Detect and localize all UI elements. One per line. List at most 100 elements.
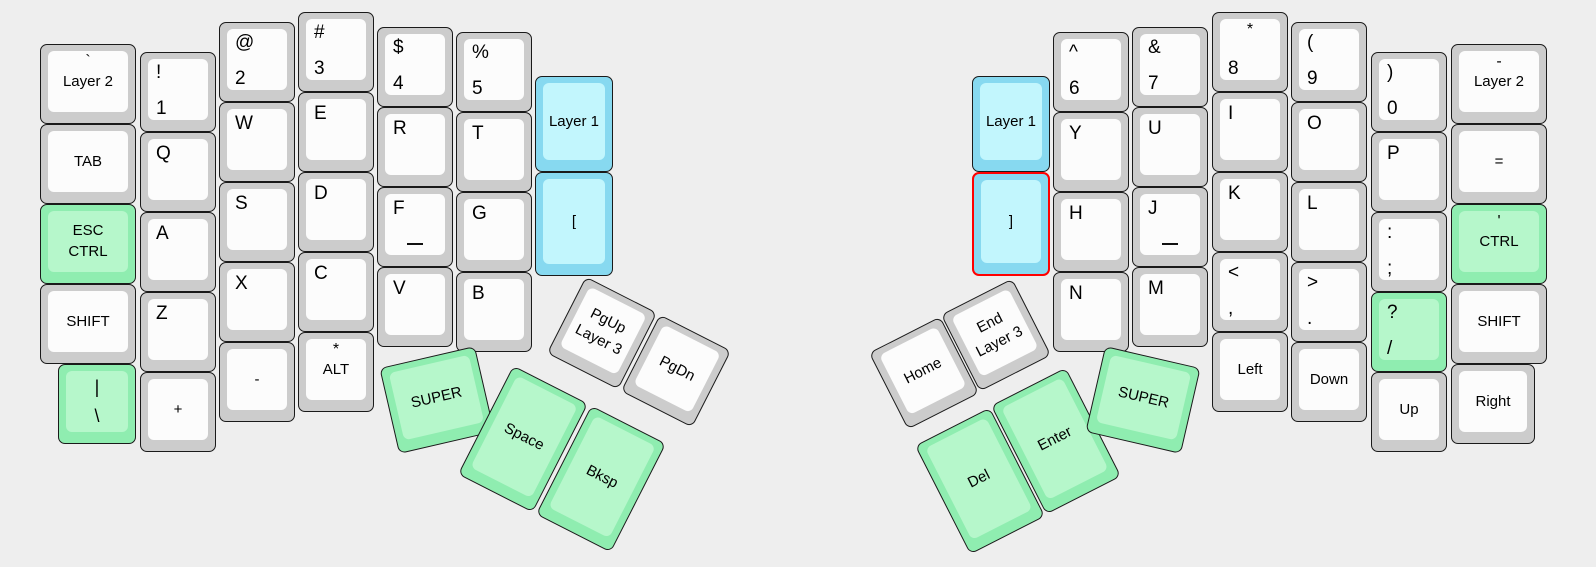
- legend-unshifted: 7: [1148, 73, 1159, 94]
- key-key-r[interactable]: R: [377, 107, 453, 187]
- legend-letter: Y: [1069, 123, 1082, 144]
- key-shift-right[interactable]: SHIFT: [1451, 284, 1547, 364]
- keycap-surface: L: [1299, 189, 1359, 250]
- keycap-surface: &7: [1140, 34, 1200, 95]
- key-key-c[interactable]: C: [298, 252, 374, 332]
- legend-shifted: :: [1387, 222, 1393, 243]
- keycap-surface: ?/: [1379, 299, 1439, 360]
- key-key-p[interactable]: P: [1371, 132, 1447, 212]
- keycap-surface: (9: [1299, 29, 1359, 90]
- keycap-surface: >.: [1299, 269, 1359, 330]
- key-quote-ctrl[interactable]: 'CTRL: [1451, 204, 1547, 284]
- key-num-7[interactable]: &7: [1132, 27, 1208, 107]
- legend-letter: N: [1069, 283, 1083, 304]
- key-super-right[interactable]: SUPER: [1085, 346, 1201, 454]
- legend-center: Right: [1475, 392, 1511, 410]
- key-bracket-right[interactable]: ]: [972, 172, 1050, 276]
- keycap-surface: *8: [1220, 19, 1280, 80]
- key-key-l[interactable]: L: [1291, 182, 1367, 262]
- key-dash-layer2[interactable]: -Layer 2: [1451, 44, 1547, 124]
- key-key-j[interactable]: J: [1132, 187, 1208, 267]
- key-semicolon[interactable]: :;: [1371, 212, 1447, 292]
- legend-center: Layer 1: [985, 112, 1037, 130]
- key-pipe-backslash[interactable]: |\: [58, 364, 136, 444]
- key-num-6[interactable]: ^6: [1053, 32, 1129, 112]
- key-key-h[interactable]: H: [1053, 192, 1129, 272]
- keycap-surface: O: [1299, 109, 1359, 170]
- legend-letter: I: [1228, 103, 1234, 124]
- key-key-q[interactable]: Q: [140, 132, 216, 212]
- keycap-surface: P: [1379, 139, 1439, 200]
- key-arrow-down[interactable]: Down: [1291, 342, 1367, 422]
- key-slash[interactable]: ?/: [1371, 292, 1447, 372]
- key-key-k[interactable]: K: [1212, 172, 1288, 252]
- key-key-d[interactable]: D: [298, 172, 374, 252]
- key-arrow-right[interactable]: Right: [1451, 364, 1535, 444]
- key-key-v[interactable]: V: [377, 267, 453, 347]
- keycap-surface: N: [1061, 279, 1121, 340]
- key-key-o[interactable]: O: [1291, 102, 1367, 182]
- key-key-i[interactable]: I: [1212, 92, 1288, 172]
- key-num-0[interactable]: )0: [1371, 52, 1447, 132]
- keycap-surface: F: [385, 194, 445, 255]
- key-num-3[interactable]: #3: [298, 12, 374, 92]
- legend-shifted: (: [1307, 32, 1314, 53]
- key-key-t[interactable]: T: [456, 112, 532, 192]
- key-key-b[interactable]: B: [456, 272, 532, 352]
- keycap-surface: M: [1140, 274, 1200, 335]
- legend-center: Down: [1309, 370, 1349, 388]
- legend-center: =: [1494, 152, 1504, 170]
- legend-unshifted: 8: [1228, 58, 1239, 79]
- key-key-z[interactable]: Z: [140, 292, 216, 372]
- legend-center: SUPER: [1116, 383, 1171, 412]
- key-key-n[interactable]: N: [1053, 272, 1129, 352]
- legend-shifted: <: [1228, 262, 1240, 283]
- key-equals[interactable]: =: [1451, 124, 1547, 204]
- key-key-a[interactable]: A: [140, 212, 216, 292]
- key-key-y[interactable]: Y: [1053, 112, 1129, 192]
- legend-shifted: ): [1387, 62, 1394, 83]
- legend-center: ]: [1008, 212, 1014, 230]
- legend-letter: K: [1228, 183, 1241, 204]
- legend-center: Left: [1237, 360, 1263, 378]
- keycap-surface: H: [1061, 199, 1121, 260]
- keycap-surface: K: [1220, 179, 1280, 240]
- key-key-s[interactable]: S: [219, 182, 295, 262]
- key-key-m[interactable]: M: [1132, 267, 1208, 347]
- key-num-8[interactable]: *8: [1212, 12, 1288, 92]
- key-num-4[interactable]: $4: [377, 27, 453, 107]
- keycap-surface: Left: [1220, 339, 1280, 400]
- legend-letter: J: [1148, 198, 1158, 219]
- key-bracket-left[interactable]: [: [535, 172, 613, 276]
- key-arrow-left[interactable]: Left: [1212, 332, 1288, 412]
- legend-letter: P: [1387, 143, 1400, 164]
- keycap-surface: )0: [1379, 59, 1439, 120]
- key-key-g[interactable]: G: [456, 192, 532, 272]
- key-comma[interactable]: <,: [1212, 252, 1288, 332]
- keycap-surface: [: [543, 179, 605, 264]
- key-num-2[interactable]: @2: [219, 22, 295, 102]
- key-num-1[interactable]: !1: [140, 52, 216, 132]
- keycap-surface: Up: [1379, 379, 1439, 440]
- key-layer1-right[interactable]: Layer 1: [972, 76, 1050, 172]
- key-key-u[interactable]: U: [1132, 107, 1208, 187]
- keycap-surface: SUPER: [1095, 354, 1192, 441]
- legend-top: ': [1497, 213, 1501, 230]
- keycap-surface: ]: [981, 180, 1041, 263]
- keycap-surface: =: [1459, 131, 1539, 192]
- legend-line: End: [974, 309, 1006, 337]
- keycap-surface: -Layer 2: [1459, 51, 1539, 112]
- key-key-w[interactable]: W: [219, 102, 295, 182]
- legend-shifted: ?: [1387, 302, 1398, 323]
- legend-unshifted: 6: [1069, 78, 1080, 99]
- key-arrow-up[interactable]: Up: [1371, 372, 1447, 452]
- keycap-surface: Down: [1299, 349, 1359, 410]
- key-num-9[interactable]: (9: [1291, 22, 1367, 102]
- key-key-f[interactable]: F: [377, 187, 453, 267]
- key-grave-layer2[interactable]: `Layer 2: [40, 44, 136, 124]
- key-period[interactable]: >.: [1291, 262, 1367, 342]
- key-num-5[interactable]: %5: [456, 32, 532, 112]
- keycap-surface: SHIFT: [1459, 291, 1539, 352]
